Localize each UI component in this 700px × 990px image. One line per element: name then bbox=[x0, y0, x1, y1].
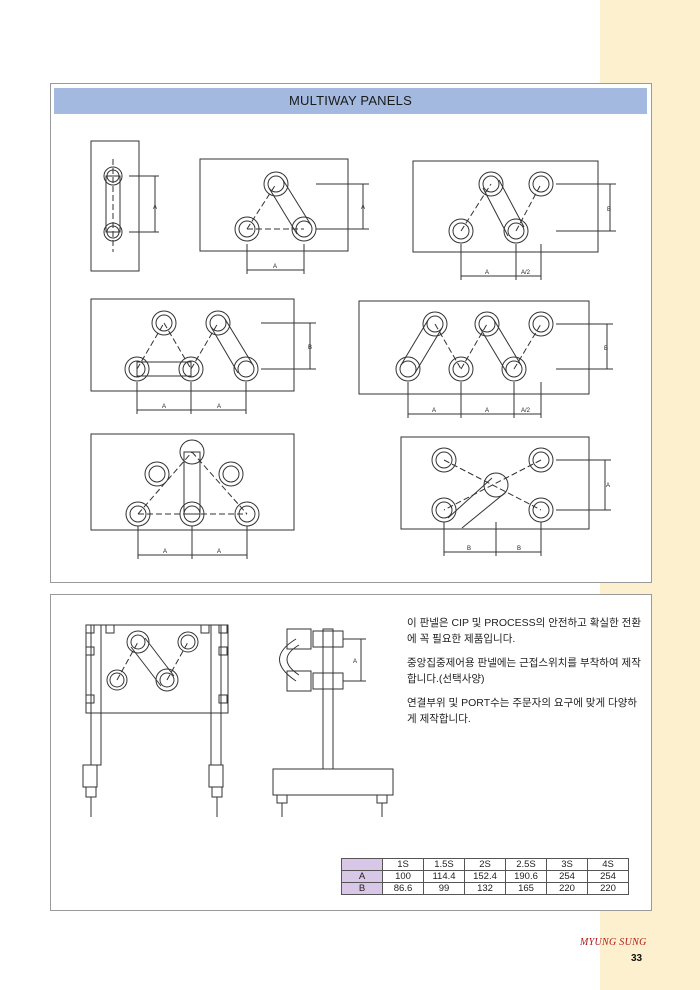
table-cell: 114.4 bbox=[423, 870, 465, 883]
dim-label: B bbox=[308, 345, 312, 351]
table-corner-cell bbox=[341, 858, 383, 871]
dim-label: A bbox=[432, 408, 436, 414]
dim-label: A bbox=[273, 264, 277, 270]
panel-diagram-6 bbox=[90, 433, 295, 559]
column-header: 1S bbox=[382, 858, 424, 871]
panel-diagram-7 bbox=[400, 436, 611, 556]
table-cell: 86.6 bbox=[382, 882, 424, 895]
table-cell: 254 bbox=[587, 870, 629, 883]
table-cell: 254 bbox=[546, 870, 588, 883]
product-description: 이 판넬은 CIP 및 PROCESS의 안전하고 확실한 전환에 꼭 필요한 … bbox=[407, 615, 643, 735]
panel-diagram-2 bbox=[199, 158, 369, 274]
dim-label: A bbox=[153, 205, 157, 211]
dim-label: A bbox=[485, 270, 489, 276]
column-header: 2.5S bbox=[505, 858, 547, 871]
dim-label: A bbox=[162, 404, 166, 410]
panel-diagram-5 bbox=[358, 300, 613, 418]
table-row: B 86.6 99 132 165 220 220 bbox=[341, 882, 629, 895]
column-header: 4S bbox=[587, 858, 629, 871]
table-row: A 100 114.4 152.4 190.6 254 254 bbox=[341, 870, 629, 883]
description-paragraph: 연결부위 및 PORT수는 주문자의 요구에 맞게 다양하게 제작합니다. bbox=[407, 697, 638, 725]
side-view bbox=[272, 628, 394, 817]
page-number: 33 bbox=[631, 953, 643, 964]
table-header-row: 1S 1.5S 2S 2.5S 3S 4S bbox=[341, 858, 629, 871]
table-cell: 165 bbox=[505, 882, 547, 895]
table-cell: 190.6 bbox=[505, 870, 547, 883]
column-header: 2S bbox=[464, 858, 506, 871]
dim-label: A/2 bbox=[521, 270, 531, 276]
row-label: A bbox=[341, 870, 383, 883]
panel-diagram-4 bbox=[90, 298, 316, 414]
panel-detail-box: A 이 판넬은 CIP 및 PROCESS의 안전하고 확실한 전환에 꼭 필요… bbox=[50, 594, 652, 911]
table-cell: 152.4 bbox=[464, 870, 506, 883]
description-paragraph: 이 판넬은 CIP 및 PROCESS의 안전하고 확실한 전환에 꼭 필요한 … bbox=[407, 617, 641, 645]
dim-label: B bbox=[517, 546, 521, 552]
panel-diagram-3 bbox=[412, 160, 616, 280]
brand-name: MYUNG SUNG bbox=[580, 937, 647, 948]
table-cell: 99 bbox=[423, 882, 465, 895]
section-title: MULTIWAY PANELS bbox=[54, 88, 647, 114]
dim-label: A bbox=[485, 408, 489, 414]
dim-label: B bbox=[607, 207, 611, 213]
dim-label: B bbox=[467, 546, 471, 552]
dim-label: A bbox=[353, 659, 357, 665]
panel-diagram-1 bbox=[90, 140, 159, 272]
table-cell: 220 bbox=[546, 882, 588, 895]
description-paragraph: 중앙집중제어용 판넬에는 근접스위치를 부착하여 제작합니다.(선택사양) bbox=[407, 657, 641, 685]
table-cell: 132 bbox=[464, 882, 506, 895]
panel-layout-drawings: A A A B A A/2 B A A B A A A/2 A A A B B bbox=[90, 140, 616, 559]
column-header: 3S bbox=[546, 858, 588, 871]
table-cell: 220 bbox=[587, 882, 629, 895]
dim-label: A bbox=[606, 483, 610, 489]
multiway-panels-figure-box: MULTIWAY PANELS bbox=[50, 83, 652, 583]
column-header: 1.5S bbox=[423, 858, 465, 871]
dim-label: A bbox=[217, 549, 221, 555]
dim-label: A/2 bbox=[521, 408, 531, 414]
dim-label: A bbox=[217, 404, 221, 410]
dim-label: A bbox=[163, 549, 167, 555]
dimension-table: 1S 1.5S 2S 2.5S 3S 4S A 100 114.4 152.4 … bbox=[341, 858, 629, 895]
front-view bbox=[82, 624, 229, 817]
row-label: B bbox=[341, 882, 383, 895]
dim-label: A bbox=[361, 205, 365, 211]
table-cell: 100 bbox=[382, 870, 424, 883]
panel-mount-drawing: A bbox=[82, 624, 394, 817]
dim-label: B bbox=[604, 346, 608, 352]
